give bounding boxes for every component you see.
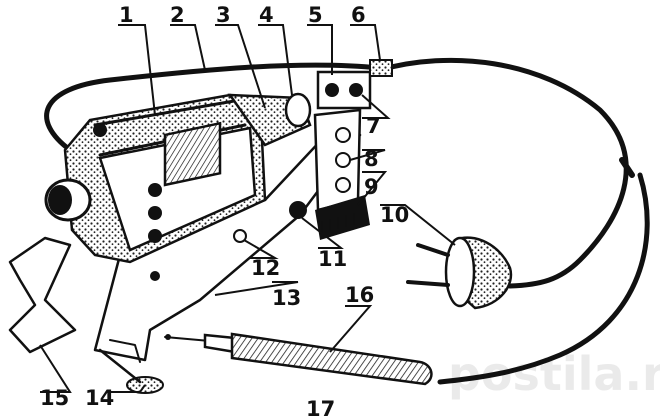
button-top[interactable] <box>148 183 162 197</box>
stand-leg <box>8 236 77 354</box>
callout-10: 10 <box>380 203 409 227</box>
callout-13: 13 <box>272 286 301 310</box>
callout-5: 5 <box>308 3 323 27</box>
callout-7: 7 <box>366 114 381 138</box>
callout-8: 8 <box>364 147 379 171</box>
board-screw-3 <box>335 177 351 193</box>
callout-17: 17 <box>306 397 335 418</box>
callout-15: 15 <box>40 386 69 410</box>
plug-pin-top <box>416 243 450 257</box>
indicator-window <box>163 121 222 187</box>
callout-16: 16 <box>345 283 374 307</box>
leader-lines <box>39 24 456 393</box>
iron-handle <box>230 332 433 386</box>
cord-to-iron <box>437 172 650 385</box>
callout-4: 4 <box>259 3 274 27</box>
plug-pin-bottom <box>406 280 450 287</box>
callout-6: 6 <box>351 3 366 27</box>
callout-labels: 1 2 3 4 5 6 7 8 9 10 11 12 13 14 15 16 1… <box>40 3 409 418</box>
callout-14: 14 <box>85 386 114 410</box>
callout-11: 11 <box>318 247 347 271</box>
plate-screw <box>233 229 247 243</box>
button-bottom[interactable] <box>148 229 162 243</box>
board-screw-2 <box>335 152 351 168</box>
cord-strain-relief <box>369 59 393 77</box>
button-middle[interactable] <box>148 206 162 220</box>
iron-barrel <box>203 333 237 354</box>
callout-12: 12 <box>251 256 280 280</box>
top-screw <box>93 123 107 137</box>
cord-to-plug <box>377 57 629 289</box>
iron-tip <box>164 336 211 342</box>
callout-9: 9 <box>364 175 379 199</box>
clamp-screw-left <box>325 83 339 97</box>
callout-1: 1 <box>119 3 134 27</box>
clamp-screw-right <box>349 83 363 97</box>
heat-sink <box>315 195 370 240</box>
board-screw-1 <box>335 127 351 143</box>
base-screw <box>150 271 160 281</box>
mounting-bolt <box>289 201 307 219</box>
bushing <box>284 92 312 128</box>
callout-3: 3 <box>216 3 231 27</box>
callout-2: 2 <box>170 3 185 27</box>
